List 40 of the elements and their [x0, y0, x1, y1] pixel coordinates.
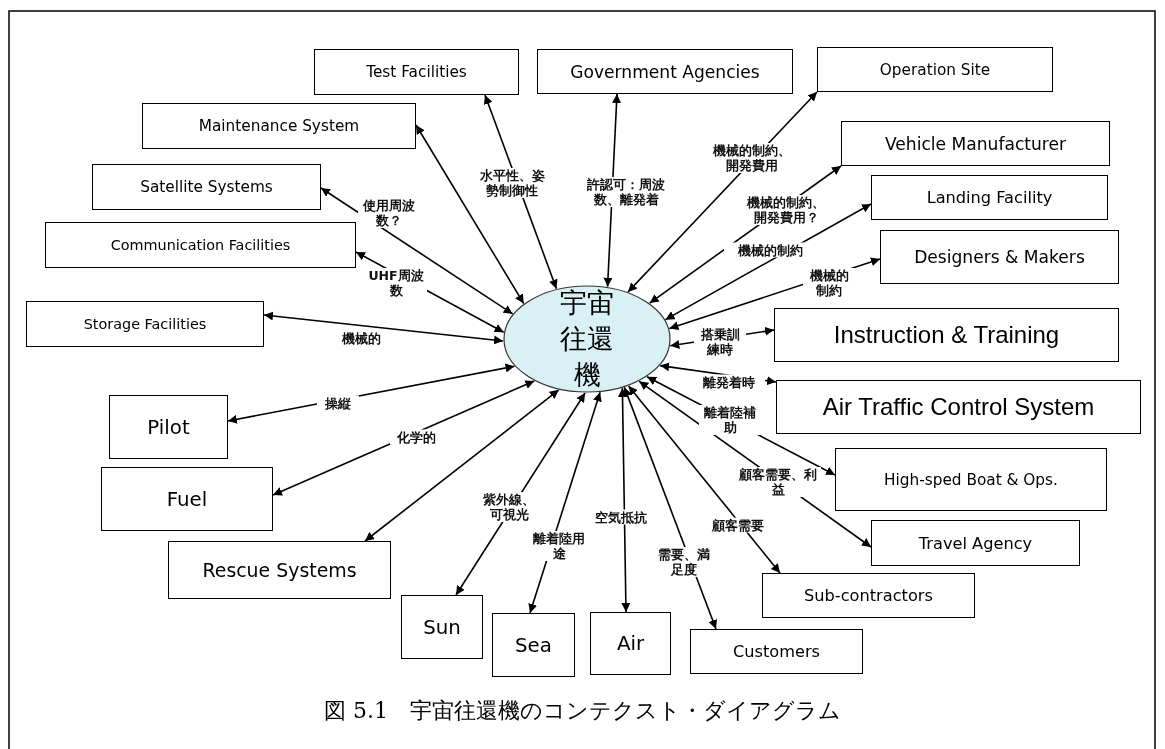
entity-box: Travel Agency	[871, 520, 1080, 566]
entity-box: Fuel	[101, 467, 273, 531]
figure-caption: 図 5.1 宇宙往還機のコンテクスト・ダイアグラム	[324, 698, 841, 723]
edge-label: 離着陸補助	[699, 405, 761, 435]
entity-box: Instruction & Training	[774, 308, 1119, 362]
entity-box: Communication Facilities	[45, 222, 356, 268]
entity-box: Air Traffic Control System	[776, 380, 1141, 434]
arrow	[263, 311, 504, 345]
entity-box: Sub-contractors	[762, 573, 975, 618]
arrow	[627, 385, 781, 574]
arrow	[364, 389, 560, 542]
arrow	[272, 380, 536, 496]
edge-label: 顧客需要、利益	[735, 467, 821, 497]
arrow	[320, 187, 514, 315]
entity-box: Sun	[401, 595, 483, 659]
node-title: 宇宙往還機	[559, 286, 615, 392]
entity-box: Vehicle Manufacturer	[841, 121, 1110, 166]
arrow	[415, 124, 525, 305]
edge-label: 許認可：周波数、離発着	[585, 177, 667, 207]
entity-box: Rescue Systems	[168, 541, 391, 599]
edge-label: 操縦	[317, 395, 359, 411]
entity-box: Satellite Systems	[92, 164, 321, 210]
entity-box: Government Agencies	[537, 49, 793, 94]
edge-label: 機械的制約	[803, 268, 855, 298]
entity-box: Air	[590, 612, 671, 675]
ellipse-node	[503, 285, 671, 393]
entity-box: Sea	[492, 613, 575, 677]
arrow	[618, 387, 631, 613]
entity-box: Operation Site	[817, 47, 1053, 92]
entity-box: Maintenance System	[142, 103, 416, 149]
arrow	[623, 386, 717, 630]
entity-box: Designers & Makers	[880, 230, 1119, 284]
edge-label: 搭乗訓練時	[694, 327, 746, 357]
entity-box: Landing Facility	[871, 175, 1108, 220]
entity-box: Customers	[690, 629, 863, 674]
edge-label: 水平性、姿勢制御性	[476, 168, 548, 198]
entity-box: Storage Facilities	[26, 301, 264, 347]
entity-box: Test Facilities	[314, 49, 519, 95]
entity-box: Pilot	[109, 395, 228, 459]
entity-box: High-sped Boat & Ops.	[835, 448, 1107, 511]
